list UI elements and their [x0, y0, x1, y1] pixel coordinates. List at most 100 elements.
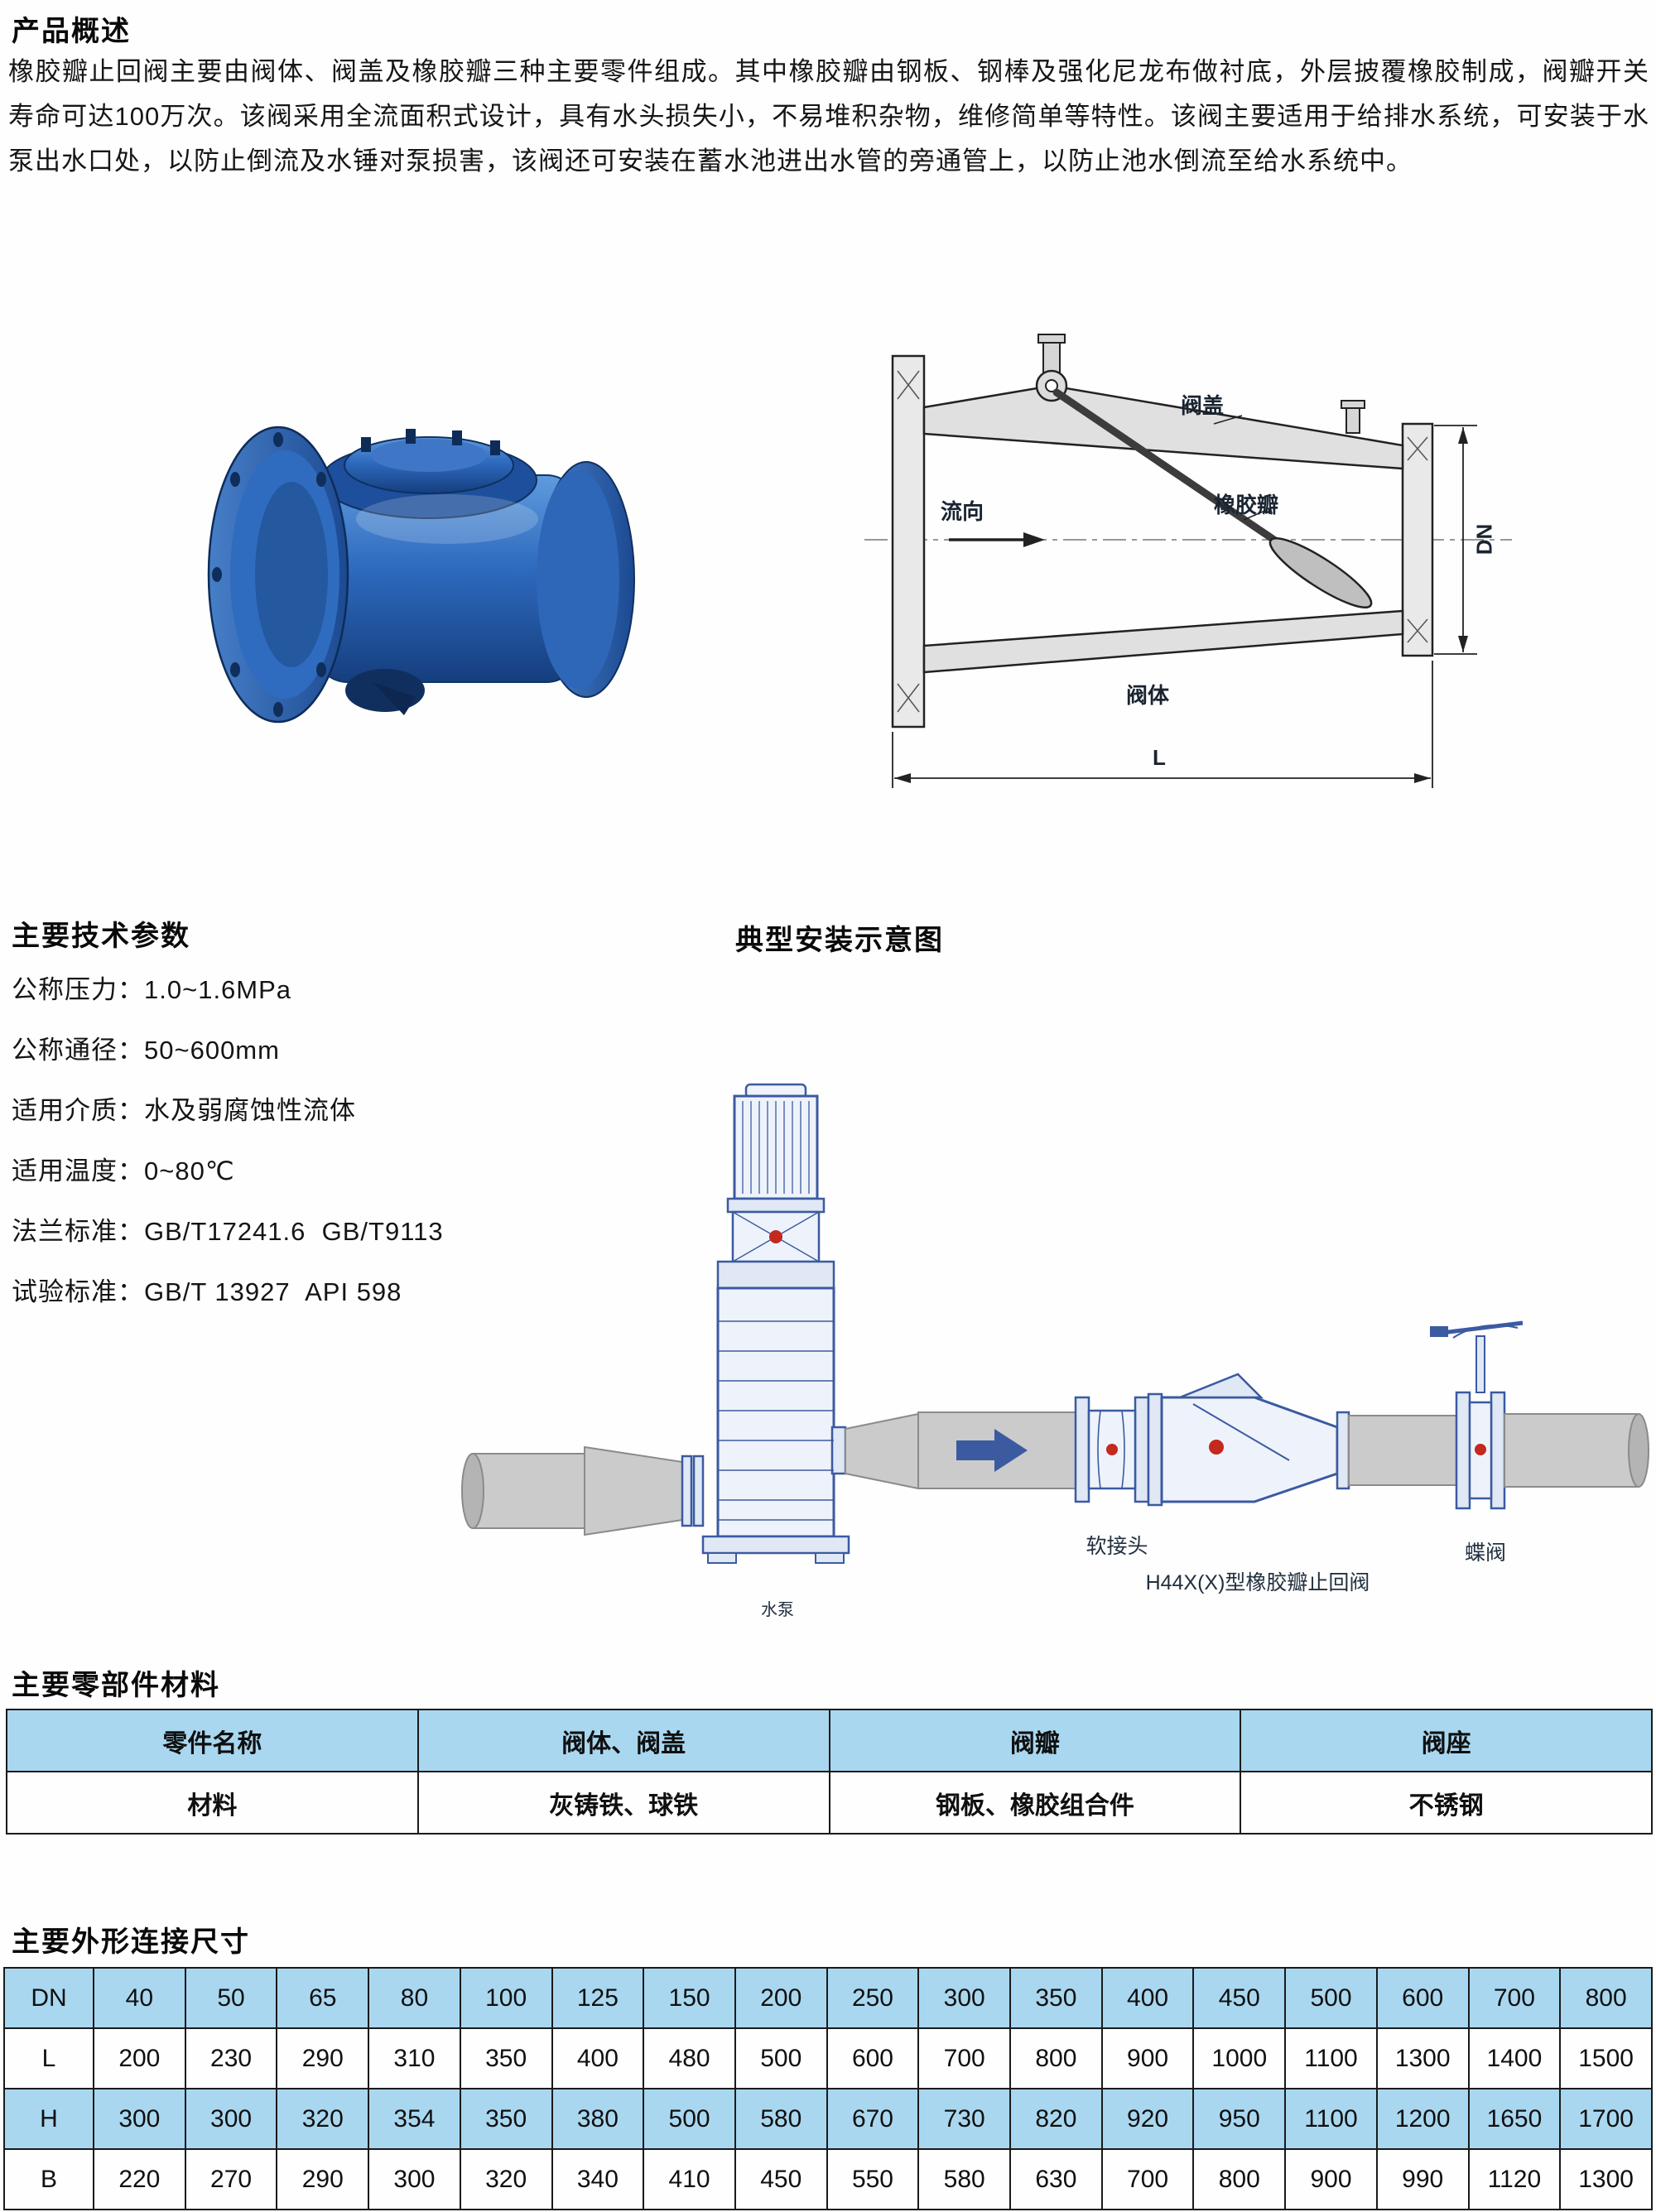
dimensions-heading: 主要外形连接尺寸: [12, 1926, 250, 1958]
dimension-cell: 410: [643, 2148, 736, 2210]
materials-cell: 不锈钢: [1240, 1771, 1653, 1835]
param-temperature: 适用温度：0~80℃: [12, 1150, 235, 1187]
param-label: 公称压力：: [12, 975, 144, 1004]
dimension-cell: 920: [1100, 2088, 1195, 2150]
param-value: 0~80℃: [144, 1156, 235, 1185]
page-title: 产品概述: [12, 16, 131, 47]
dimension-cell: 200: [93, 2027, 186, 2089]
dimension-cell: 1650: [1467, 2088, 1562, 2150]
dimension-cell: 670: [826, 2088, 920, 2150]
param-value: 1.0~1.6MPa: [144, 975, 292, 1004]
dimension-cell: 820: [1009, 2088, 1103, 2150]
param-nominal-diameter: 公称通径：50~600mm: [12, 1029, 280, 1066]
dimension-cell: 300: [917, 1967, 1012, 2029]
materials-header-cell: 阀瓣: [828, 1709, 1242, 1772]
materials-table-body: 零件名称阀体、阀盖阀瓣阀座材料灰铸铁、球铁钢板、橡胶组合件不锈钢: [6, 1709, 1653, 1835]
dimension-cell: 320: [276, 2088, 370, 2150]
dimension-cell: 350: [1009, 1967, 1103, 2029]
dimension-cell: 80: [368, 1967, 461, 2029]
label-dn-dimension: DN: [1471, 523, 1497, 555]
section-diagram-svg: [864, 334, 1512, 788]
valve-photo-svg: [207, 426, 635, 724]
dimension-cell: 800: [1192, 2148, 1287, 2210]
dimension-cell: 400: [1100, 1967, 1195, 2029]
dimension-cell: 65: [276, 1967, 370, 2029]
installation-heading: 典型安装示意图: [735, 925, 944, 956]
param-label: 法兰标准：: [12, 1217, 144, 1246]
materials-data-row: 材料灰铸铁、球铁钢板、橡胶组合件不锈钢: [6, 1771, 1653, 1835]
dimension-cell: 1000: [1192, 2027, 1287, 2089]
param-label: 试验标准：: [12, 1277, 144, 1306]
valve-section-diagram: 阀盖 橡胶瓣 阀体 流向 DN L: [853, 291, 1524, 821]
dimension-cell: 800: [1009, 2027, 1103, 2089]
dimension-cell: 1200: [1375, 2088, 1470, 2150]
dimension-cell: 900: [1284, 2148, 1378, 2210]
materials-table: 零件名称阀体、阀盖阀瓣阀座材料灰铸铁、球铁钢板、橡胶组合件不锈钢: [6, 1709, 1653, 1835]
dimension-cell: 990: [1375, 2148, 1470, 2210]
dimension-cell: 250: [826, 1967, 920, 2029]
dimension-cell: 700: [917, 2027, 1012, 2089]
dimension-cell: 380: [551, 2088, 645, 2150]
label-valve-body: 阀体: [1126, 683, 1170, 708]
label-length-dimension: L: [1153, 745, 1166, 770]
dimension-cell: 950: [1192, 2088, 1287, 2150]
param-medium: 适用介质：水及弱腐蚀性流体: [12, 1089, 356, 1127]
dimension-cell: 580: [734, 2088, 828, 2150]
dimension-cell: 150: [643, 1967, 736, 2029]
dimension-cell: 600: [1375, 1967, 1470, 2029]
dimension-cell: 220: [93, 2148, 186, 2210]
param-value: GB/T17241.6 GB/T9113: [144, 1217, 444, 1246]
dimension-cell: 500: [643, 2088, 736, 2150]
dimension-cell: 630: [1009, 2148, 1103, 2210]
dimension-cell: 340: [551, 2148, 645, 2210]
label-butterfly-valve: 蝶阀: [1464, 1541, 1506, 1565]
dimension-cell: 310: [368, 2027, 461, 2089]
dimension-row-label: L: [3, 2027, 94, 2089]
param-label: 适用温度：: [12, 1156, 144, 1185]
dimension-row-label: DN: [3, 1967, 94, 2029]
label-rubber-flap: 橡胶瓣: [1214, 493, 1279, 517]
param-test-standard: 试验标准：GB/T 13927 API 598: [12, 1271, 402, 1308]
dimension-cell: 354: [368, 2088, 461, 2150]
dimension-row-label: B: [3, 2148, 94, 2210]
dimension-cell: 290: [276, 2148, 370, 2210]
param-flange-standard: 法兰标准：GB/T17241.6 GB/T9113: [12, 1210, 444, 1248]
tech-params-heading: 主要技术参数: [12, 921, 190, 952]
dimension-cell: 100: [459, 1967, 553, 2029]
materials-header-cell: 阀座: [1240, 1709, 1653, 1772]
dimension-cell: 50: [184, 1967, 278, 2029]
dimension-cell: 300: [184, 2088, 278, 2150]
dimension-cell: 1400: [1467, 2027, 1562, 2089]
param-value: GB/T 13927 API 598: [144, 1277, 402, 1306]
dimension-cell: 450: [1192, 1967, 1287, 2029]
dimension-cell: 700: [1467, 1967, 1562, 2029]
materials-heading: 主要零部件材料: [12, 1670, 220, 1701]
dimension-cell: 1500: [1559, 2027, 1653, 2089]
dimension-cell: 600: [826, 2027, 920, 2089]
dimension-cell: 40: [93, 1967, 186, 2029]
dimension-cell: 700: [1100, 2148, 1195, 2210]
dimension-cell: 350: [459, 2027, 553, 2089]
dimension-cell: 1300: [1375, 2027, 1470, 2089]
valve-photo: [199, 382, 668, 745]
dimension-cell: 900: [1100, 2027, 1195, 2089]
dimension-cell: 290: [276, 2027, 370, 2089]
dimension-row-label: H: [3, 2088, 94, 2150]
overview-paragraph: 橡胶瓣止回阀主要由阀体、阀盖及橡胶瓣三种主要零件组成。其中橡胶瓣由钢板、钢棒及强…: [8, 57, 1649, 176]
installation-diagram: 软接头 H44X(X)型橡胶瓣止回阀 蝶阀 水泵: [455, 1073, 1651, 1633]
materials-cell: 灰铸铁、球铁: [416, 1771, 830, 1835]
dimension-cell: 550: [826, 2148, 920, 2210]
label-flow-direction: 流向: [941, 499, 984, 524]
label-flexible-joint: 软接头: [1086, 1535, 1148, 1558]
label-check-valve-model: H44X(X)型橡胶瓣止回阀: [1145, 1571, 1370, 1594]
dimension-cell: 730: [917, 2088, 1012, 2150]
materials-header-cell: 阀体、阀盖: [416, 1709, 830, 1772]
dimension-cell: 270: [184, 2148, 278, 2210]
label-valve-cover: 阀盖: [1181, 393, 1225, 418]
